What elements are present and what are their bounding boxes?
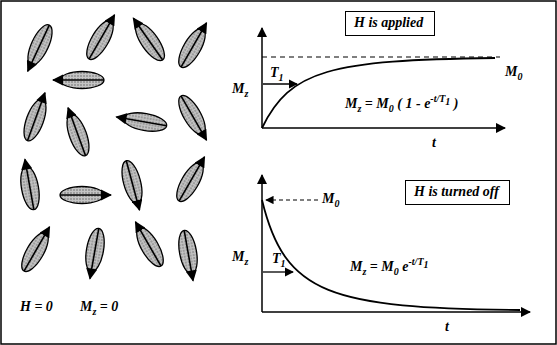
subscript: z <box>357 103 361 114</box>
spin <box>174 92 214 145</box>
initial-value-arrow <box>266 199 318 200</box>
spin <box>19 90 52 144</box>
spin-arrow <box>60 194 111 196</box>
subscript: 0 <box>334 198 339 209</box>
spin-arrow <box>179 157 205 201</box>
decay-curve <box>262 200 520 310</box>
subscript: z <box>362 266 366 277</box>
subscript: 1 <box>424 259 429 270</box>
spin-arrow <box>126 161 139 210</box>
exponent: -t/T1 <box>430 93 450 104</box>
time-constant-label: T1 <box>270 64 284 81</box>
condition-box: H is applied <box>345 11 435 36</box>
y-axis <box>261 175 263 312</box>
spin-arrow <box>133 18 162 60</box>
field-label: H = 0 <box>20 298 53 315</box>
magnetization-label: Mz = 0 <box>80 298 118 315</box>
spin-arrow <box>90 228 99 278</box>
spin <box>118 159 148 213</box>
formula: Mz = M0 e-t/T1 <box>350 258 429 275</box>
spin <box>20 21 57 74</box>
subscript: 0 <box>394 266 399 277</box>
x-axis <box>262 127 505 129</box>
spin-ellipse <box>130 19 169 65</box>
spin-arrow <box>184 230 193 280</box>
time-constant-arrow <box>263 83 297 84</box>
subscript: z <box>244 256 248 267</box>
initial-value-label: M0 <box>322 190 339 207</box>
spin <box>176 229 202 282</box>
time-constant-arrow <box>263 271 293 272</box>
subscript: 1 <box>281 258 286 269</box>
subscript: z <box>92 306 96 317</box>
y-axis <box>261 28 263 128</box>
spin-arrow <box>181 23 207 67</box>
spin-arrow <box>25 159 34 209</box>
spin <box>60 187 111 204</box>
axis-label: t <box>432 134 436 151</box>
growth-curve <box>262 58 495 128</box>
condition-box: H is turned off <box>405 180 510 205</box>
axis-label: Mz <box>232 248 248 265</box>
axis-label: Mz <box>232 80 248 97</box>
spin-arrow <box>24 227 50 271</box>
subscript: 1 <box>279 72 284 83</box>
spin <box>82 11 122 64</box>
spin <box>60 105 93 159</box>
spin <box>174 19 214 72</box>
spin <box>128 218 168 271</box>
asymptote-line <box>262 56 500 57</box>
spin-arrow <box>136 222 162 266</box>
spin <box>17 223 57 276</box>
spin-arrow <box>89 15 115 59</box>
saturation-label: M0 <box>505 63 522 80</box>
x-axis <box>262 311 530 313</box>
box-label: H is applied <box>354 14 426 31</box>
subscript: 0 <box>517 71 522 82</box>
formula: Mz = M0 ( 1 - e-t/T1 ) <box>345 95 459 112</box>
spin <box>126 13 169 65</box>
time-constant-label: T1 <box>272 250 286 267</box>
spin-arrow <box>181 96 207 140</box>
subscript: 1 <box>445 96 450 107</box>
spin <box>82 227 108 280</box>
spin <box>53 72 104 89</box>
spin-group <box>17 11 214 282</box>
subscript: 0 <box>389 103 394 114</box>
box-label: H is turned off <box>414 183 501 200</box>
spin-arrow <box>68 108 85 156</box>
axis-label: t <box>445 318 449 335</box>
spin <box>115 109 168 135</box>
spin <box>172 153 212 206</box>
spin <box>17 158 43 211</box>
spin-arrow <box>27 93 44 141</box>
subscript: z <box>244 88 248 99</box>
exponent: -t/T1 <box>409 256 429 267</box>
spin-arrow <box>28 25 50 71</box>
spin-arrow <box>116 117 166 126</box>
spin-arrow <box>53 79 104 81</box>
